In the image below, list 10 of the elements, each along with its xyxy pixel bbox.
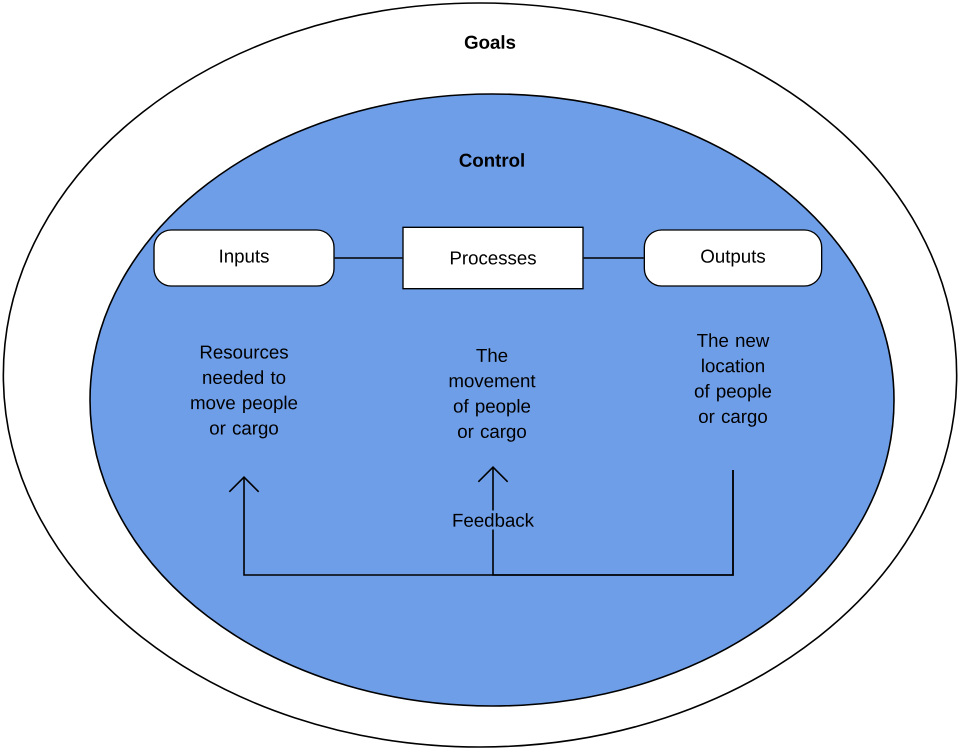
connector — [334, 257, 402, 259]
connector — [584, 257, 644, 259]
connector — [478, 466, 734, 576]
description-text: Resources needed to move people or cargo — [191, 346, 298, 438]
description-text: The movement of people or cargo — [450, 348, 536, 442]
rounded-box: Outputs — [644, 229, 822, 287]
process-box: Processes — [402, 226, 584, 290]
edge-label: Feedback — [449, 510, 537, 530]
description-text: The new location of people or cargo — [694, 333, 772, 427]
rounded-box: Inputs — [153, 229, 335, 287]
